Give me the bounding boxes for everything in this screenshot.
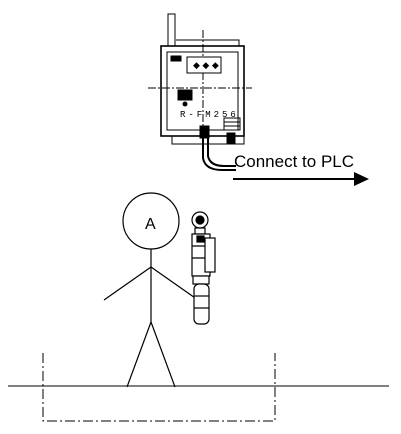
person-figure: [103, 192, 199, 388]
device-model-text: R-FM256: [180, 110, 239, 120]
connection-label: Connect to PLC: [234, 152, 354, 171]
svg-text:◆ ◆ ◆: ◆ ◆ ◆: [193, 60, 219, 70]
display-panel: [186, 56, 222, 74]
terminal-block: [223, 117, 241, 131]
connection-arrow-head: [354, 172, 369, 186]
person-right-leg: [150, 321, 176, 388]
person-right-arm: [150, 266, 199, 301]
person-label: A: [145, 216, 156, 233]
foundation-outline: [42, 353, 276, 422]
person-left-arm: [103, 266, 152, 301]
receiver-unit: ◆ ◆ ◆ R-FM256: [148, 13, 252, 150]
cable: [202, 138, 236, 171]
handheld-transmitter: [191, 211, 216, 325]
indicator-block: [177, 89, 193, 101]
person-left-leg: [126, 321, 152, 388]
